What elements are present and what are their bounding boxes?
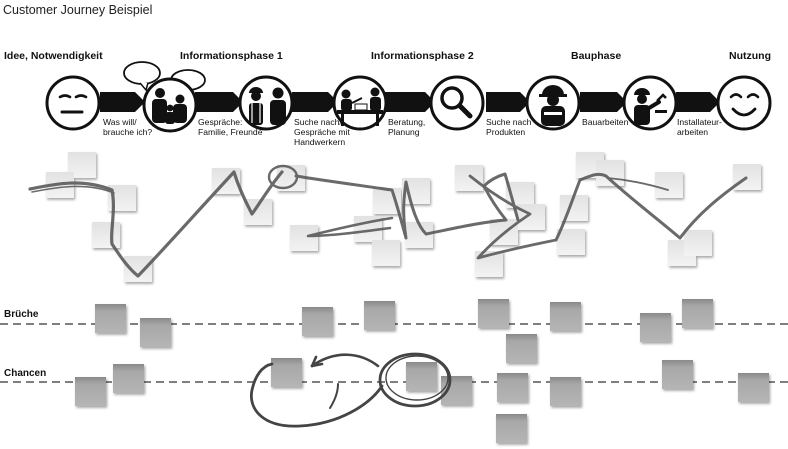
plumber-icon [622,75,678,131]
row-label-brueche: Brüche [4,309,39,320]
sticky-note [497,373,528,402]
people-talking-icon [123,61,206,133]
sticky-note [550,302,581,331]
magnifier-icon [429,75,485,131]
sticky-note [95,304,126,333]
sticky-note [302,307,333,336]
sticky-note [140,318,171,347]
sticky-note [92,222,120,248]
arrow-segment [292,92,338,112]
phase-information-2: Informationsphase 2 [371,50,474,62]
step-caption-2: Gespräche: Familie, Freunde [198,117,263,137]
sticky-note [364,301,395,330]
sticky-note [455,165,483,191]
sticky-note [496,414,527,443]
step-caption-7: Installateur- arbeiten [677,117,722,137]
sticky-note [684,230,712,256]
sticky-note [557,229,585,255]
chancen-chalk-loops [249,352,452,428]
journey-chalk-curve [28,164,748,278]
journey-arrows [100,92,720,112]
dark-sticky-notes [75,299,769,443]
arrow-segment [100,92,145,112]
sticky-note [662,360,693,389]
sticky-note [478,299,509,328]
sticky-note [682,299,713,328]
step-caption-3: Suche nach/ Gespräche mit Handwerkern [294,117,350,147]
phase-idee: Idee, Notwendigkeit [4,50,103,62]
step-caption-4: Beratung, Planung [388,117,426,137]
arrow-segment [486,92,530,112]
sticky-note [517,204,545,230]
page-title: Customer Journey Beispiel [3,3,153,17]
sticky-note [640,313,671,342]
sticky-note [290,225,318,251]
sticky-note [738,373,769,402]
construction-worker-icon [525,75,581,131]
sticky-note [506,334,537,363]
sticky-note [550,377,581,406]
row-label-chancen: Chancen [4,368,47,379]
phase-information-1: Informationsphase 1 [180,50,283,62]
arrow-segment [580,92,627,112]
sticky-note [113,364,144,393]
sticky-note [75,377,106,406]
sticky-note [372,240,400,266]
step-caption-1: Was will/ brauche ich? [103,117,153,137]
consultation-desk-icon [332,75,388,131]
arrow-segment [385,92,435,112]
step-caption-5: Suche nach Produkten [486,117,532,137]
smiley-icon [716,75,772,131]
phase-nutzung: Nutzung [729,50,771,62]
sticky-note [271,358,302,387]
arrow-segment [195,92,243,112]
craftsmen-icon [238,75,294,131]
arrow-segment [676,92,720,112]
sticky-note [655,172,683,198]
phase-bauphase: Bauphase [571,50,622,62]
sticky-note [406,362,437,391]
neutral-face-icon [45,75,101,131]
sticky-note [124,256,152,282]
step-caption-6: Bauarbeiten [582,117,629,127]
